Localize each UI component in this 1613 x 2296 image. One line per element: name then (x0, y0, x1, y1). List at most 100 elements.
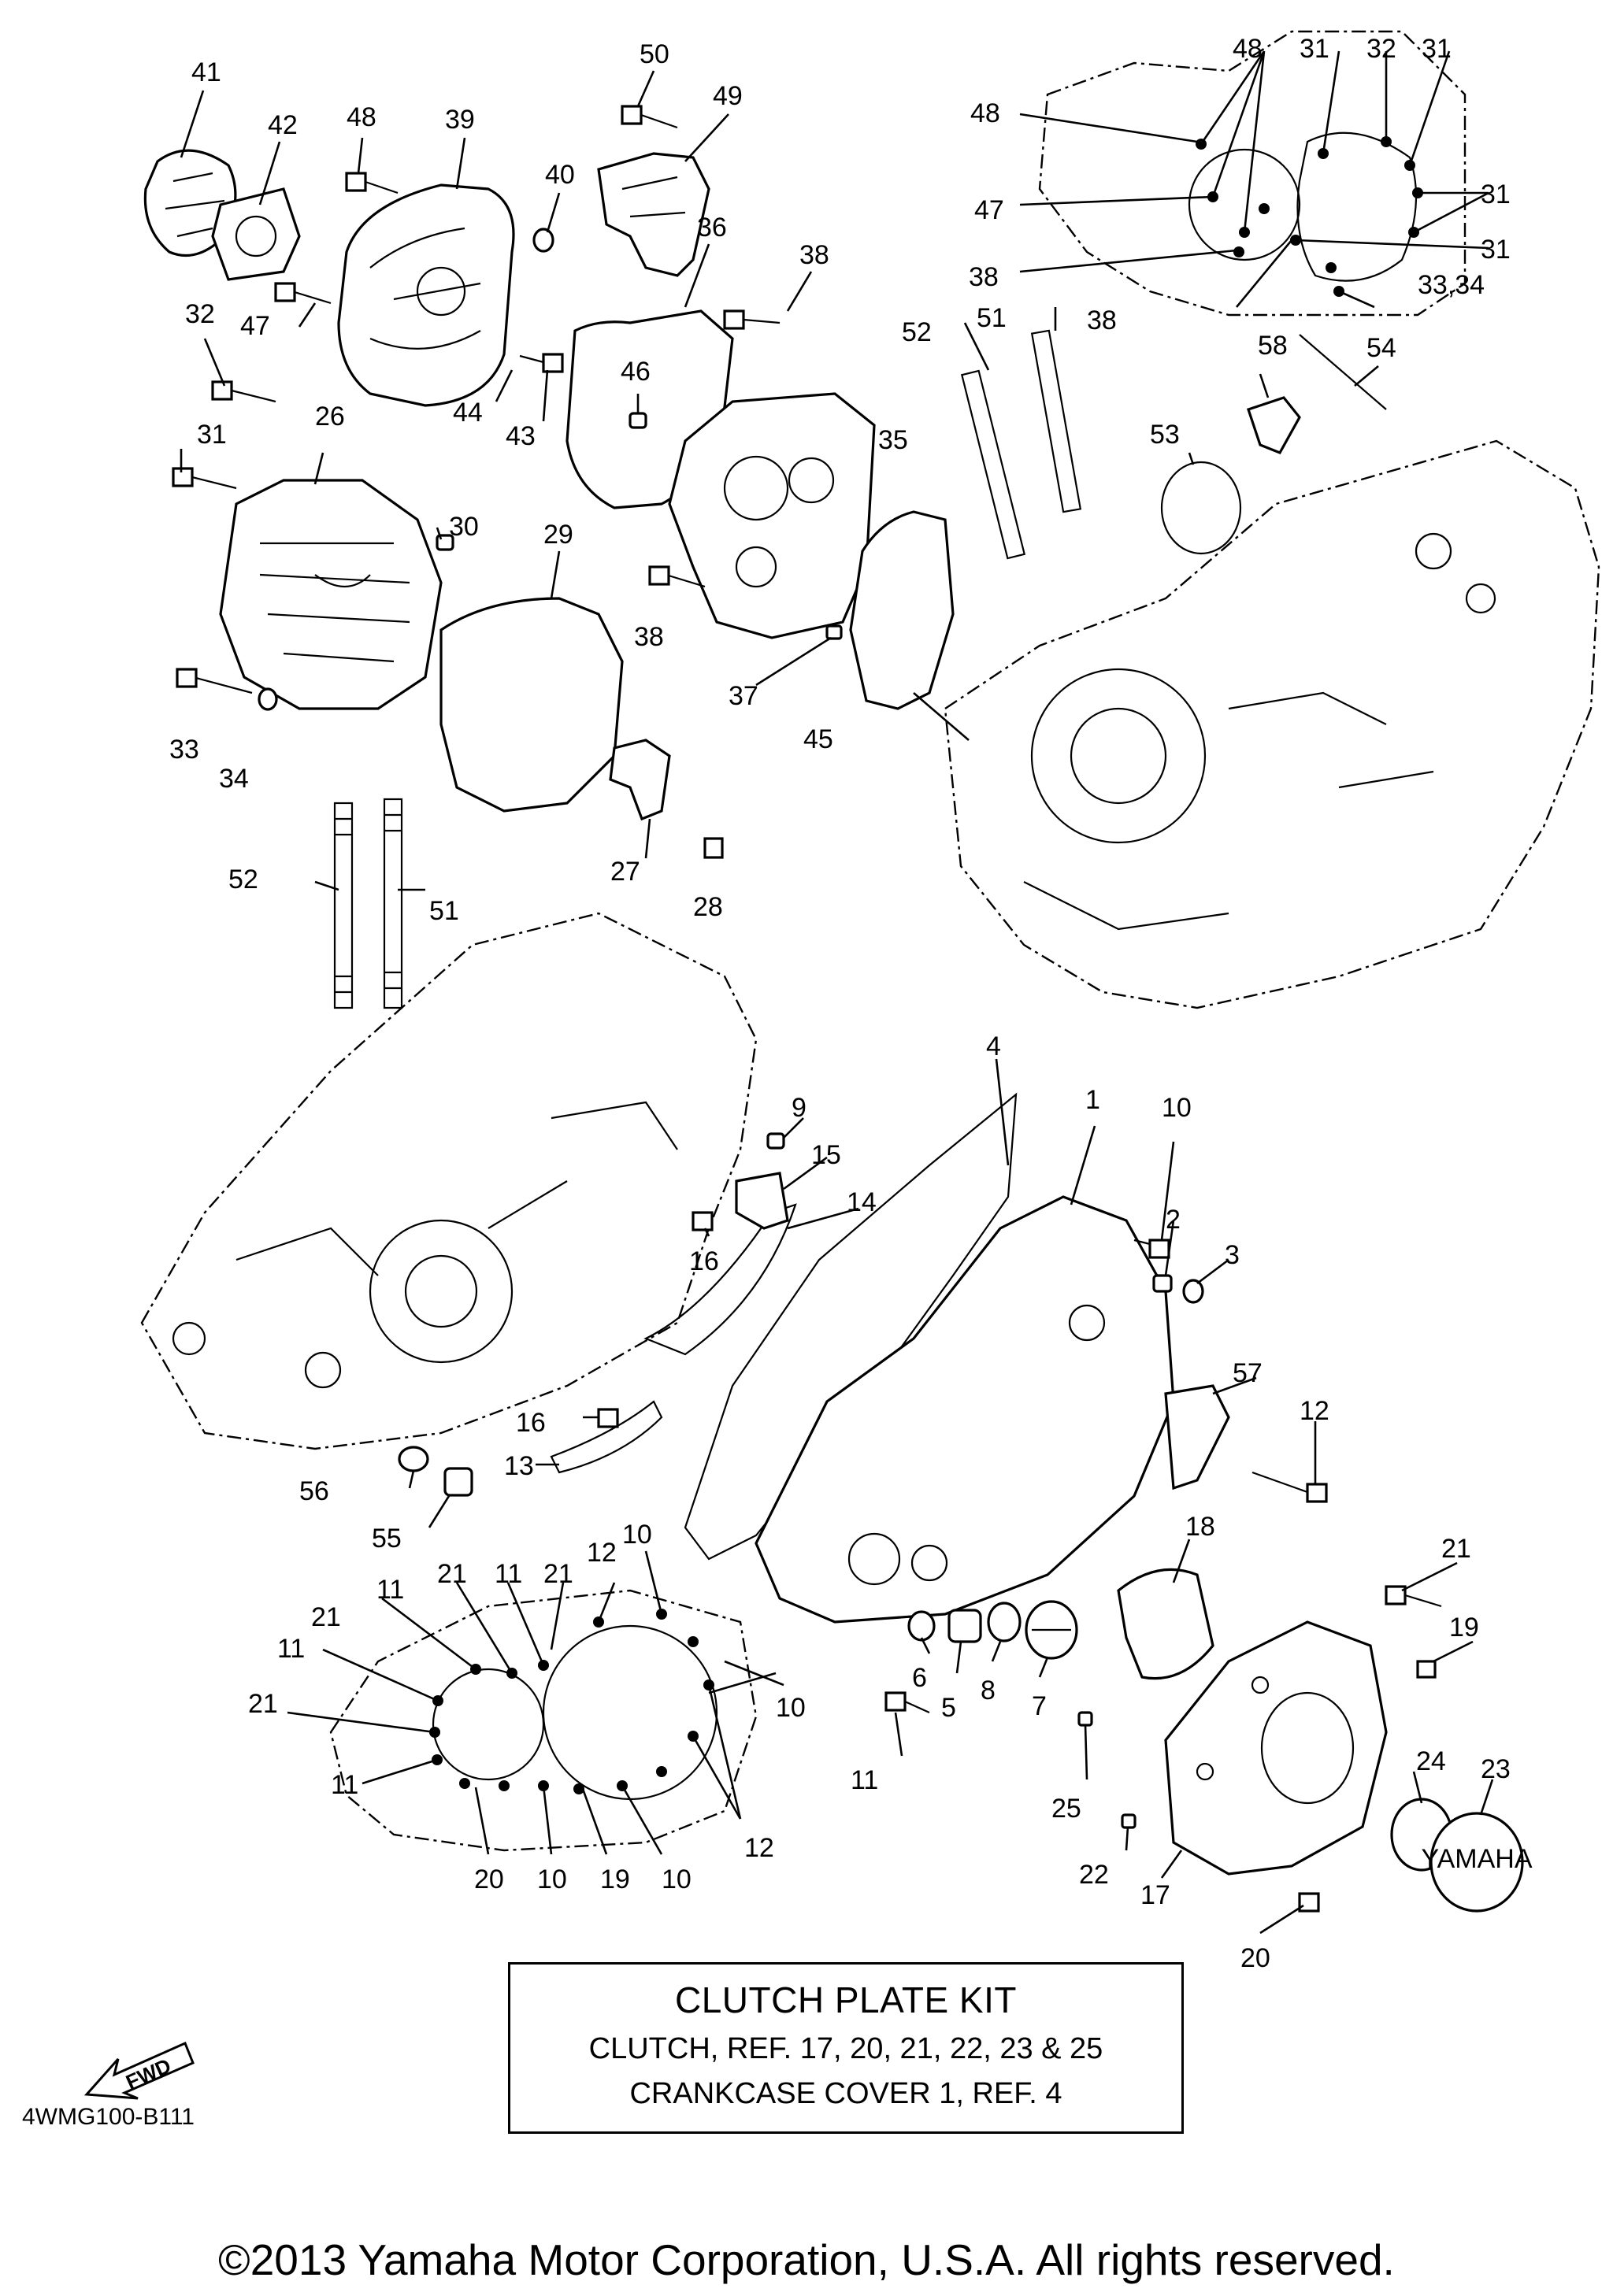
callout-51-right: 51 (977, 303, 1007, 333)
callout-19-right: 19 (1449, 1613, 1479, 1642)
callout-47-inset: 47 (974, 195, 1004, 225)
dowel-37 (825, 624, 843, 640)
part-58-clip (1246, 396, 1301, 455)
stud-52-left (333, 802, 354, 1009)
callout-39: 39 (445, 105, 475, 135)
callout-52-right: 52 (902, 317, 932, 347)
bolt-33 (176, 668, 253, 694)
plug-7 (1025, 1600, 1078, 1660)
callout-38-inset-b: 38 (1087, 306, 1117, 335)
part-15-bracket (735, 1172, 789, 1230)
callout-3: 3 (1225, 1240, 1240, 1270)
plug-5 (947, 1609, 982, 1643)
callout-29: 29 (543, 520, 573, 550)
callout-32: 32 (185, 299, 215, 329)
crankcase-left-lower (140, 912, 758, 1450)
leader-lines (180, 50, 1494, 1935)
bolt-21-right (1385, 1585, 1442, 1608)
callout-46: 46 (621, 357, 651, 387)
callout-57: 57 (1233, 1358, 1263, 1388)
callout-31-inset-b: 31 (1422, 34, 1452, 64)
callout-48-inset: 48 (970, 98, 1000, 128)
callout-52-left: 52 (228, 865, 258, 894)
crankcase-right-upper (944, 439, 1600, 1009)
callout-21-c: 21 (311, 1602, 341, 1632)
callout-10-inset-a: 10 (537, 1865, 567, 1894)
part-57-clamp (1164, 1384, 1230, 1491)
bolt-32-left (211, 380, 276, 403)
callout-1: 1 (1085, 1085, 1100, 1115)
callout-42: 42 (268, 110, 298, 140)
callout-32-inset: 32 (1366, 34, 1396, 64)
callout-38-inset: 38 (969, 262, 999, 292)
callout-12-inset-bottom: 12 (744, 1833, 774, 1863)
callout-10-inset-right: 10 (776, 1693, 806, 1723)
callout-40: 40 (545, 160, 575, 190)
callout-10-inset-top: 10 (622, 1520, 652, 1550)
callout-9: 9 (792, 1093, 806, 1123)
callout-5: 5 (941, 1693, 956, 1723)
callout-20-inset: 20 (474, 1865, 504, 1894)
callout-31-left: 31 (197, 420, 227, 450)
kit-crankcase-cover-ref: CRANKCASE COVER 1, REF. 4 (629, 2077, 1062, 2110)
bolt-11-lower (884, 1691, 930, 1714)
dowel-25 (1077, 1711, 1093, 1727)
stud-51-left (383, 798, 403, 1009)
callout-21-right: 21 (1441, 1534, 1471, 1564)
part-49-bracket (597, 152, 710, 277)
callout-11-a: 11 (495, 1559, 522, 1589)
part-17-clutch-cover (1164, 1620, 1388, 1876)
bolt-28 (703, 837, 724, 859)
callout-56: 56 (299, 1476, 329, 1506)
part-27-bracket (609, 739, 671, 821)
callout-31-inset-a: 31 (1300, 34, 1329, 64)
callout-14: 14 (847, 1187, 877, 1217)
callout-23: 23 (1481, 1754, 1511, 1784)
callout-38-b: 38 (634, 622, 664, 652)
callout-11-lower: 11 (851, 1765, 878, 1795)
callout-48: 48 (347, 102, 376, 132)
part-13-strap (550, 1400, 663, 1474)
bolt-43 (519, 353, 564, 373)
bolt-20-right (1298, 1892, 1320, 1913)
bolt-38-mid (648, 565, 706, 588)
callout-54: 54 (1366, 333, 1396, 363)
callout-28: 28 (693, 892, 723, 922)
part-18-guide (1117, 1568, 1214, 1680)
callout-33: 33 (169, 735, 199, 765)
callout-45: 45 (803, 724, 833, 754)
callout-10-inset-b: 10 (662, 1865, 692, 1894)
callout-11-c: 11 (277, 1634, 305, 1664)
callout-labels: 41 42 48 39 50 49 40 36 38 47 32 44 43 4… (169, 34, 1511, 1973)
callout-16-upper: 16 (689, 1246, 719, 1276)
callout-15: 15 (811, 1140, 841, 1170)
callout-33-34-inset: 33,34 (1418, 270, 1485, 300)
callout-41: 41 (191, 57, 221, 87)
callout-12-upper: 12 (1300, 1396, 1329, 1426)
part-23-cap: YAMAHA (1421, 1812, 1533, 1913)
crankcase-inset-top-right (1038, 30, 1467, 317)
callout-30: 30 (449, 512, 479, 542)
part-14-strap (643, 1203, 797, 1356)
callout-11-b: 11 (376, 1575, 404, 1605)
bolt-19-right (1416, 1660, 1437, 1679)
part-35-cover (668, 392, 876, 639)
callout-24: 24 (1416, 1746, 1446, 1776)
washer-3 (1182, 1279, 1204, 1304)
bolt-48-left (345, 172, 399, 194)
diagram-code: 4WMG100-B111 (22, 2104, 195, 2130)
callout-58: 58 (1258, 331, 1288, 361)
callout-50: 50 (640, 39, 669, 69)
callout-49: 49 (713, 81, 743, 111)
kit-title: CLUTCH PLATE KIT (675, 1979, 1017, 2020)
callout-16-lower: 16 (516, 1408, 546, 1438)
bolt-16-upper (692, 1211, 714, 1231)
callout-13: 13 (504, 1451, 534, 1481)
callout-37: 37 (729, 681, 758, 711)
callout-47: 47 (240, 311, 270, 341)
callout-21-d: 21 (248, 1689, 278, 1719)
yamaha-logo: YAMAHA (1421, 1844, 1532, 1874)
callout-27: 27 (610, 857, 640, 887)
clutch-plate-kit-box: CLUTCH PLATE KIT CLUTCH, REF. 17, 20, 21… (508, 1962, 1184, 2134)
callout-44: 44 (453, 398, 483, 428)
